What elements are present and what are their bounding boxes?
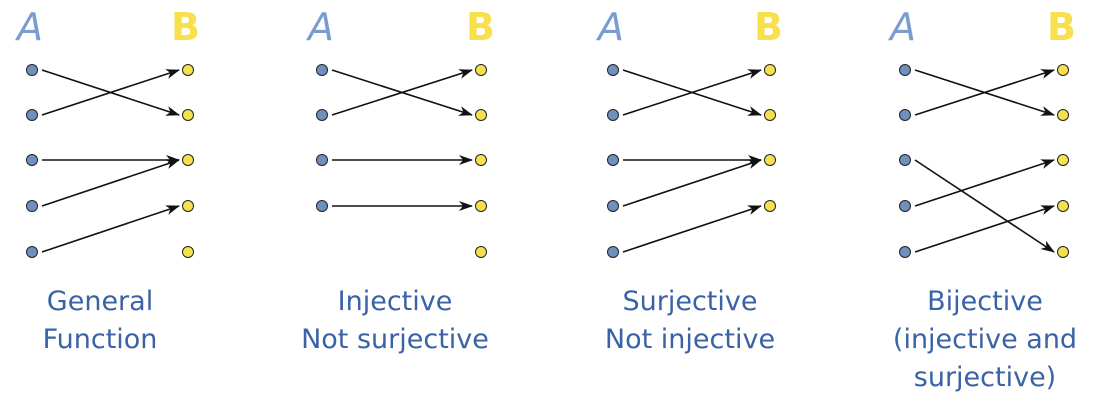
mapping-arrow [914,205,1055,253]
set-b-label: B [1047,5,1076,49]
domain-element-dot [26,200,38,212]
codomain-element-dot [1057,109,1069,121]
domain-element-dot [607,109,619,121]
mapping-arrow [914,159,1055,207]
codomain-element-dot [475,64,487,76]
domain-element-dot [607,64,619,76]
panel-caption: Surjective [623,286,758,317]
domain-element-dot [607,246,619,258]
domain-element-dot [899,109,911,121]
domain-element-dot [26,109,38,121]
mapping-arrow [914,69,1055,116]
mapping-arrow [622,159,762,207]
codomain-element-dot [764,154,776,166]
codomain-element-dot [182,109,194,121]
set-b-label: B [754,5,783,49]
codomain-element-dot [475,200,487,212]
mapping-arrow [41,159,180,207]
codomain-element-dot [182,200,194,212]
panel-caption: Not surjective [301,324,489,355]
panel-caption: Not injective [605,324,775,355]
domain-element-dot [26,154,38,166]
mapping-arrow [41,205,180,253]
domain-element-dot [316,200,328,212]
set-a-label: A [14,5,43,49]
codomain-element-dot [1057,246,1069,258]
panel-caption: surjective) [914,362,1056,393]
mapping-arrow [622,69,762,116]
mapping-arrow [331,69,473,116]
domain-element-dot [316,109,328,121]
set-a-label: A [595,5,624,49]
domain-element-dot [899,246,911,258]
codomain-element-dot [475,154,487,166]
codomain-element-dot [475,246,487,258]
panel-caption: General [47,286,153,317]
panel-bijective: A B Bijective (injective and surjective) [887,5,1077,393]
panel-caption: (injective and [893,324,1077,355]
domain-element-dot [316,64,328,76]
set-a-label: A [887,5,916,49]
codomain-element-dot [1057,154,1069,166]
domain-element-dot [316,154,328,166]
codomain-element-dot [475,109,487,121]
mapping-arrow [622,205,762,253]
set-b-label: B [171,5,200,49]
domain-element-dot [26,246,38,258]
codomain-element-dot [764,200,776,212]
panel-caption: Bijective [927,286,1043,317]
codomain-element-dot [764,64,776,76]
panel-caption: Function [43,324,158,355]
panel-caption: Injective [338,286,453,317]
domain-element-dot [607,200,619,212]
codomain-element-dot [1057,200,1069,212]
set-b-label: B [466,5,495,49]
mapping-arrow [914,159,1055,253]
domain-element-dot [899,64,911,76]
domain-element-dot [607,154,619,166]
codomain-element-dot [764,109,776,121]
domain-element-dot [899,200,911,212]
codomain-element-dot [182,154,194,166]
codomain-element-dot [1057,64,1069,76]
domain-element-dot [26,64,38,76]
mapping-arrow [41,69,180,116]
set-a-label: A [305,5,334,49]
domain-element-dot [899,154,911,166]
codomain-element-dot [182,246,194,258]
codomain-element-dot [182,64,194,76]
